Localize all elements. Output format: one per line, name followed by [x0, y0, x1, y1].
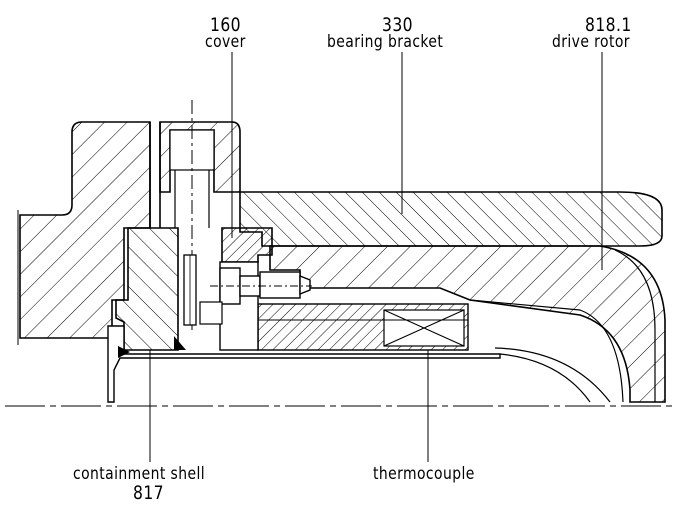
drive-rotor	[269, 245, 666, 403]
cover-number: 160	[210, 14, 241, 36]
containment-shell-label: containment shell	[73, 464, 206, 484]
cover-part	[221, 227, 273, 263]
containment-shell-number: 817	[133, 482, 164, 504]
drive-rotor-number: 818.1	[585, 14, 632, 36]
bearing-bracket-number: 330	[382, 14, 413, 36]
cover-label: cover	[205, 32, 246, 52]
thermocouple-fitting	[183, 254, 312, 326]
leader-lines	[149, 52, 603, 462]
bearing-bracket	[239, 191, 663, 247]
bearing-bracket-label: bearing bracket	[327, 32, 444, 52]
bearing-sleeve	[219, 261, 469, 351]
housing-flange	[17, 100, 241, 345]
drive-rotor-label: drive rotor	[552, 32, 630, 52]
containment-shell-part	[107, 227, 611, 403]
thermocouple-label: thermocouple	[373, 464, 475, 484]
